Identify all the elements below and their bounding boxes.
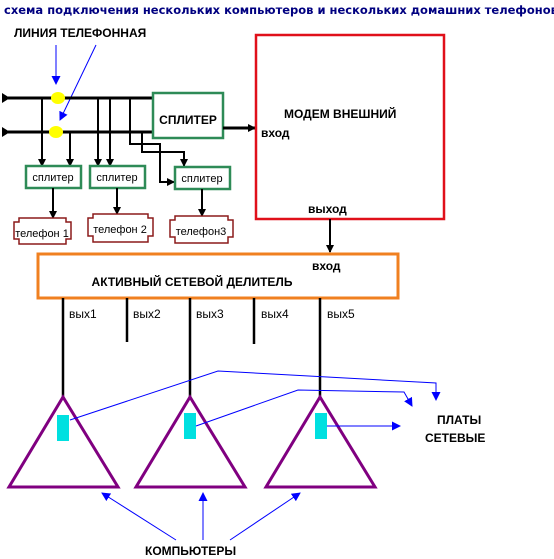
- card-pointer-lines: [69, 370, 441, 431]
- network-cards-label-line2: СЕТЕВЫЕ: [425, 431, 485, 445]
- junction-dot-1: [51, 92, 65, 104]
- phone-label-2: телефон 2: [93, 224, 147, 236]
- output-label-4: вых4: [261, 307, 289, 321]
- phone-label-3: телефон3: [176, 226, 227, 238]
- output-label-5: вых5: [327, 307, 355, 321]
- modem-output-label: выход: [308, 202, 347, 216]
- network-card-1: [57, 415, 69, 441]
- phone-line-label: ЛИНИЯ ТЕЛЕФОННАЯ: [14, 26, 146, 40]
- output-label-1: вых1: [69, 307, 97, 321]
- external-modem-box: [254, 33, 446, 221]
- small-splitter-label-2: сплитер: [96, 172, 137, 184]
- main-splitter-label: СПЛИТЕР: [159, 113, 217, 127]
- output-label-3: вых3: [196, 307, 224, 321]
- line-start-arrow-1: [2, 93, 10, 103]
- junction-dot-2: [49, 126, 63, 138]
- computer-triangles: [6, 394, 378, 489]
- phone-branch-wires: [38, 98, 188, 186]
- computers-pointer-lines: [101, 492, 301, 541]
- hub-label: АКТИВНЫЙ СЕТЕВОЙ ДЕЛИТЕЛЬ: [92, 274, 293, 289]
- network-cards-label-line1: ПЛАТЫ: [437, 413, 481, 427]
- modem-input-label: вход: [261, 126, 290, 140]
- splitter-to-phone-wires: [49, 188, 206, 219]
- modem-label: МОДЕМ ВНЕШНИЙ: [284, 106, 396, 121]
- network-card-3: [315, 413, 327, 439]
- computer-2: [133, 394, 248, 489]
- line-start-arrow-2: [2, 127, 10, 137]
- computer-1: [6, 394, 121, 489]
- diagram-title: схема подключения нескольких компьютеров…: [4, 3, 554, 17]
- main-splitter-box: [151, 91, 225, 140]
- phone-label-1: телефон 1: [15, 228, 69, 240]
- small-splitter-label-3: сплитер: [181, 173, 222, 185]
- small-splitter-label-1: сплитер: [32, 172, 73, 184]
- output-label-2: вых2: [133, 307, 161, 321]
- phone-shapes: [13, 213, 234, 245]
- computer-3: [263, 394, 378, 489]
- hub-input-label: вход: [312, 259, 341, 273]
- hub-output-wires: [61, 298, 322, 398]
- network-card-2: [184, 413, 196, 439]
- phone-line-pointer-2: [59, 44, 97, 121]
- network-hub-box: [36, 252, 400, 300]
- computers-label: КОМПЬЮТЕРЫ: [145, 544, 236, 558]
